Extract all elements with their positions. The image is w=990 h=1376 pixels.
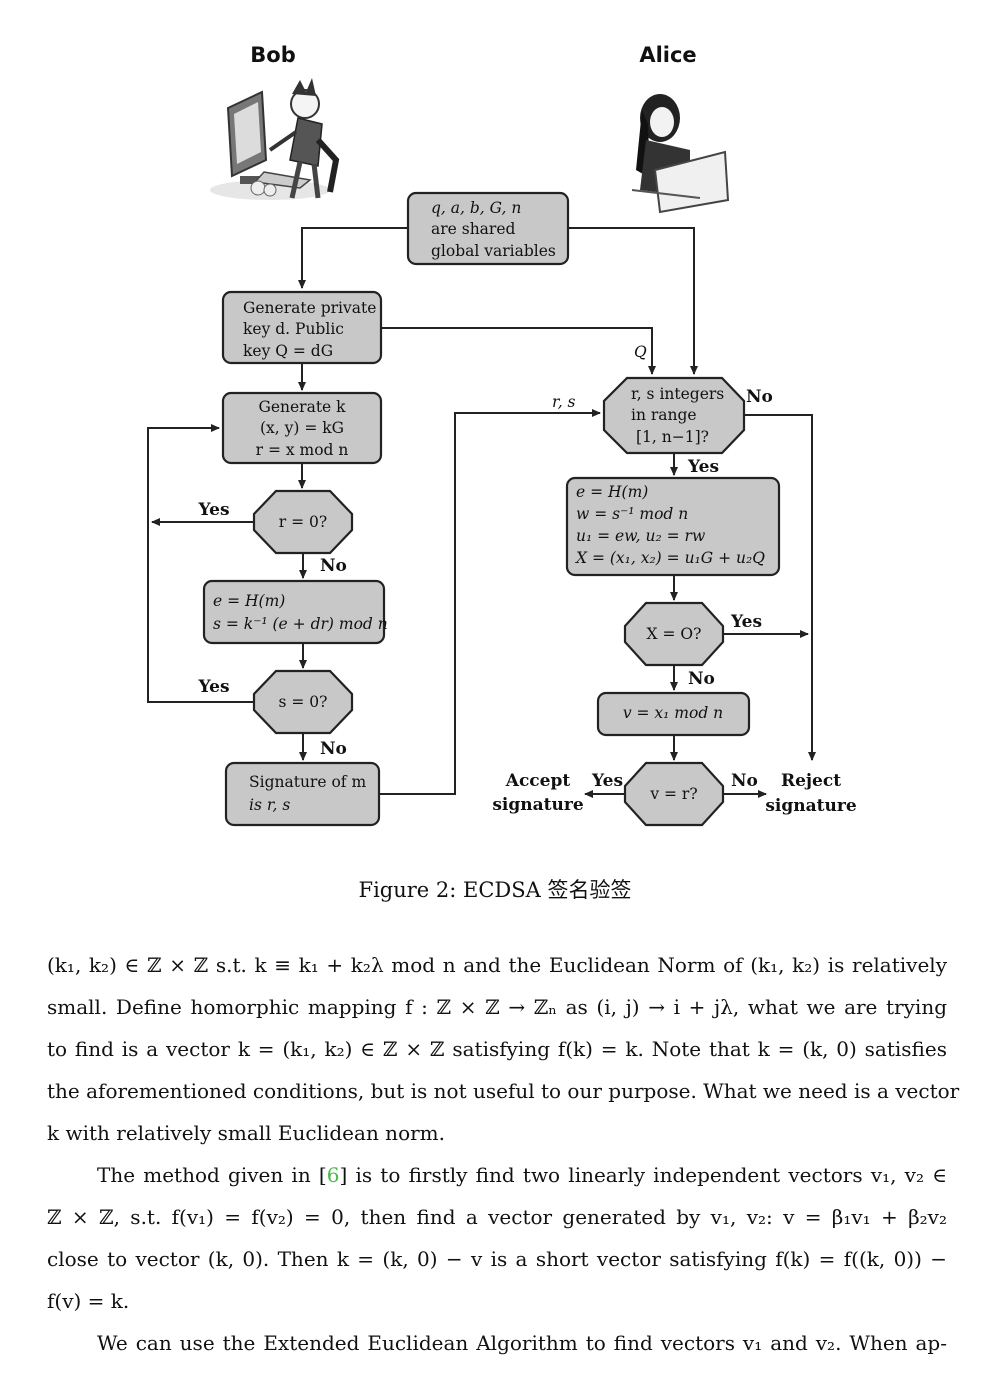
edge-label-rs: r, s xyxy=(552,393,576,411)
p1-line-2: small. Define homorphic mapping f : ℤ × … xyxy=(47,995,947,1019)
v-compute: v = x₁ mod n xyxy=(623,704,723,722)
verify-line-3: u₁ = ew, u₂ = rw xyxy=(576,527,705,545)
genk-line-2: (x, y) = kG xyxy=(260,419,344,437)
v-eq-r-check: v = r? xyxy=(649,785,697,803)
r-zero-check: r = 0? xyxy=(279,513,327,531)
p1-line-5: k with relatively small Euclidean norm. xyxy=(47,1121,445,1145)
alice-illustration xyxy=(631,94,730,214)
bob-illustration xyxy=(210,78,340,200)
paragraph-2: The method given in [6] is to firstly fi… xyxy=(47,1154,947,1322)
paragraph-3: We can use the Extended Euclidean Algori… xyxy=(47,1322,947,1364)
bob-label: Bob xyxy=(250,43,295,67)
shared-line-1: q, a, b, G, n xyxy=(431,199,521,217)
reject-line-2: signature xyxy=(765,796,856,816)
range-line-2: in range xyxy=(631,406,697,424)
genkey-line-3: key Q = dG xyxy=(243,342,333,360)
compute-s-line-2: s = k⁻¹ (e + dr) mod n xyxy=(213,615,388,633)
edge-no-r: No xyxy=(320,556,347,576)
p2-line-4: f(v) = k. xyxy=(47,1289,130,1313)
p1-line-4: the aforementioned conditions, but is no… xyxy=(47,1079,960,1103)
accept-line-1: Accept xyxy=(505,771,571,791)
edge-yes-s: Yes xyxy=(197,677,229,697)
genkey-line-2: key d. Public xyxy=(243,320,344,338)
ecdsa-flowchart: Bob Alice q, a, b, G, n are shared globa… xyxy=(147,43,857,827)
reject-line-1: Reject xyxy=(781,771,841,791)
edge-yes-range: Yes xyxy=(687,457,719,477)
edge-no-x: No xyxy=(688,669,715,689)
verify-line-1: e = H(m) xyxy=(576,483,648,501)
paragraph-1: (k₁, k₂) ∈ ℤ × ℤ s.t. k ≡ k₁ + k₂λ mod n… xyxy=(47,944,960,1154)
verify-line-2: w = s⁻¹ mod n xyxy=(576,505,688,523)
genk-line-3: r = x mod n xyxy=(256,441,349,459)
edge-yes-v: Yes xyxy=(591,771,623,791)
p1-line-3: to find is a vector k = (k₁, k₂) ∈ ℤ × ℤ… xyxy=(47,1037,947,1061)
alice-label: Alice xyxy=(639,43,696,67)
p1-line-1: (k₁, k₂) ∈ ℤ × ℤ s.t. k ≡ k₁ + k₂λ mod n… xyxy=(47,953,947,977)
accept-line-2: signature xyxy=(492,795,583,815)
signature-line-1: Signature of m xyxy=(249,773,366,791)
genkey-line-1: Generate private xyxy=(243,299,376,317)
s-zero-check: s = 0? xyxy=(279,693,328,711)
range-line-1: r, s integers xyxy=(631,385,724,403)
figure-caption: Figure 2: ECDSA 签名验签 xyxy=(358,878,632,902)
p2-line-1: The method given in [6] is to firstly fi… xyxy=(97,1163,948,1187)
signature-line-2: is r, s xyxy=(249,796,290,814)
x-zero-check: X = O? xyxy=(647,625,702,643)
p2-line-2: ℤ × ℤ, s.t. f(v₁) = f(v₂) = 0, then find… xyxy=(47,1205,947,1229)
verify-line-4: X = (x₁, x₂) = u₁G + u₂Q xyxy=(575,549,765,567)
p3-line-1: We can use the Extended Euclidean Algori… xyxy=(97,1331,947,1355)
edge-no-s: No xyxy=(320,739,347,759)
edge-no-range: No xyxy=(746,387,773,407)
genk-line-1: Generate k xyxy=(258,398,346,416)
edge-yes-r: Yes xyxy=(197,500,229,520)
edge-yes-x: Yes xyxy=(730,612,762,632)
edge-label-q: Q xyxy=(634,343,647,361)
compute-s-line-1: e = H(m) xyxy=(213,592,285,610)
edge-no-v: No xyxy=(731,771,758,791)
shared-line-3: global variables xyxy=(431,242,556,260)
citation-link[interactable]: 6 xyxy=(326,1163,340,1187)
shared-line-2: are shared xyxy=(431,220,516,238)
range-line-3: [1, n−1]? xyxy=(636,428,709,446)
p2-line-3: close to vector (k, 0). Then k = (k, 0) … xyxy=(47,1247,947,1271)
